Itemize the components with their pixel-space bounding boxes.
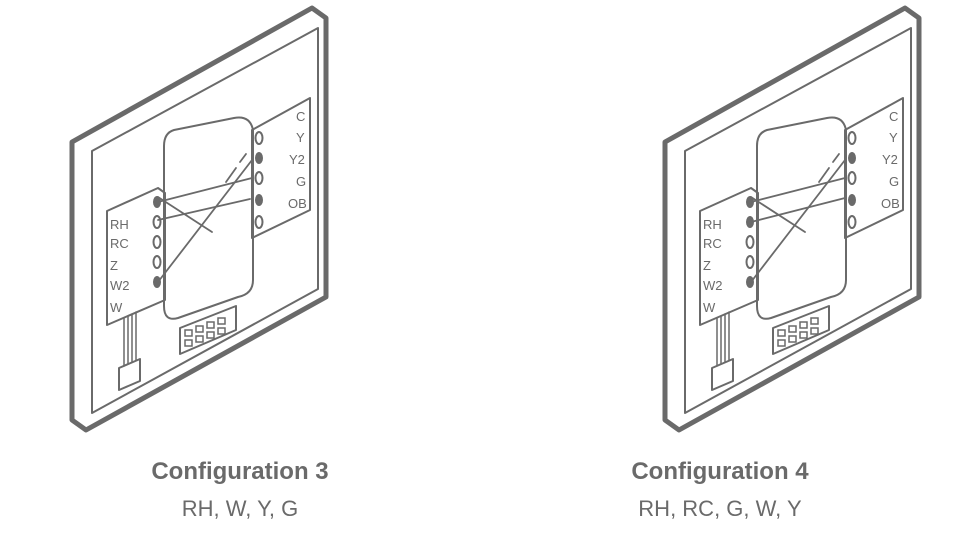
label-y: Y — [296, 130, 305, 145]
label-rc: RC — [703, 236, 722, 251]
wire-rh-g — [157, 177, 253, 203]
label-rc: RC — [110, 236, 129, 251]
wire-w-y2 — [157, 159, 253, 283]
bottom-connector — [772, 305, 830, 355]
configuration-3-panel: RH RC Z W2 W C Y Y2 G OB Configuration 3… — [69, 5, 329, 521]
configuration-3-diagram: RH RC Z W2 W C Y Y2 G OB — [69, 5, 329, 433]
wall-plate-inner — [91, 27, 319, 414]
wire-w-y2 — [750, 159, 846, 283]
wall-plate-outer — [662, 5, 922, 433]
label-ob: OB — [881, 196, 900, 211]
center-board — [756, 116, 847, 320]
wall-plate-inner — [684, 27, 912, 414]
right-terminal-screws — [847, 131, 857, 229]
label-rh: RH — [703, 217, 722, 232]
label-c: C — [889, 109, 898, 124]
label-w: W — [703, 300, 716, 315]
label-z: Z — [110, 258, 118, 273]
screw-g — [848, 194, 856, 206]
center-board — [163, 116, 254, 320]
wire-rh-y — [750, 196, 806, 233]
label-y2: Y2 — [289, 152, 305, 167]
configuration-title: Configuration 4 — [631, 458, 809, 485]
screw-y — [255, 152, 263, 164]
configuration-wires: RH, RC, G, W, Y — [638, 496, 802, 521]
wire-rc-ob — [157, 198, 251, 221]
screw-rh — [746, 196, 754, 208]
connector-pins — [184, 317, 226, 347]
screw-y — [848, 152, 856, 164]
screw-w — [153, 276, 161, 288]
wire-rc-g — [750, 197, 846, 223]
bottom-connector — [179, 305, 237, 355]
label-y: Y — [889, 130, 898, 145]
label-g: G — [889, 174, 899, 189]
label-w: W — [110, 300, 123, 315]
label-g: G — [296, 174, 306, 189]
connector-pins — [777, 317, 819, 347]
screw-w — [746, 276, 754, 288]
wire-rh-y — [157, 196, 213, 233]
label-y2: Y2 — [882, 152, 898, 167]
label-ob: OB — [288, 196, 307, 211]
wire-dash — [225, 153, 247, 183]
label-w2: W2 — [110, 278, 130, 293]
left-terminal-screws — [745, 196, 755, 288]
configuration-4-panel: RH RC Z W2 W C Y Y2 G OB Configuration 4… — [480, 0, 960, 538]
screw-g — [255, 194, 263, 206]
configuration-4-diagram: RH RC Z W2 W C Y Y2 G OB — [662, 5, 922, 433]
cable-plug — [711, 358, 734, 391]
wire-rh-g — [750, 177, 846, 203]
left-terminal-screws — [152, 196, 162, 288]
label-w2: W2 — [703, 278, 723, 293]
wire-dash — [818, 153, 840, 183]
ribbon-cable — [123, 311, 137, 367]
label-c: C — [296, 109, 305, 124]
configuration-title: Configuration 3 — [151, 458, 329, 485]
label-rh: RH — [110, 217, 129, 232]
label-z: Z — [703, 258, 711, 273]
configuration-wires: RH, W, Y, G — [181, 496, 299, 521]
screw-rc — [746, 216, 754, 228]
wall-plate-outer — [69, 5, 329, 433]
cable-plug — [118, 358, 141, 391]
right-terminal-screws — [254, 131, 264, 229]
screw-rh — [153, 196, 161, 208]
ribbon-cable — [716, 311, 730, 367]
